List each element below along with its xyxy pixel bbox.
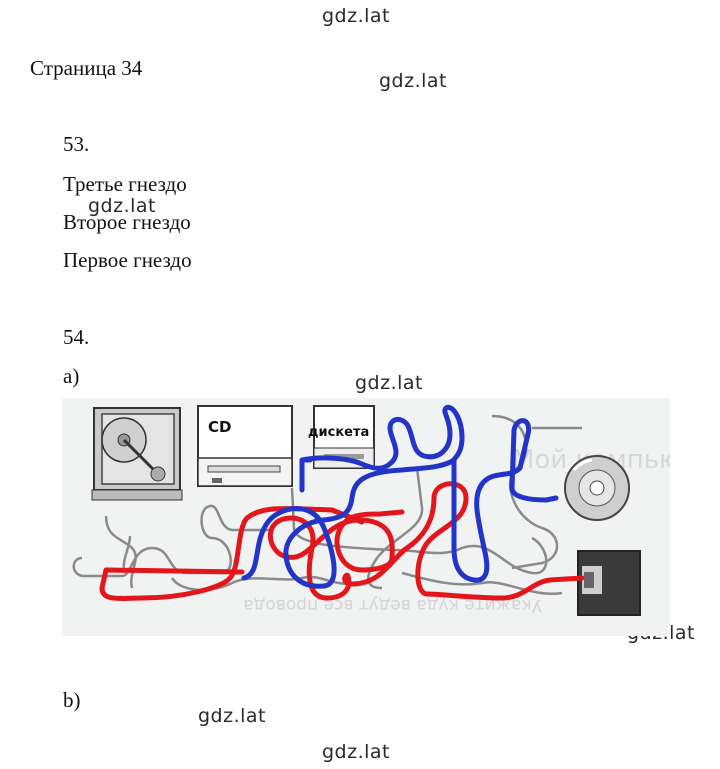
red-path bbox=[99, 481, 585, 602]
answer-line-3: Первое гнездо bbox=[63, 248, 192, 272]
wiring-puzzle-image: Мой компьютер Укажите куда ведут все про… bbox=[62, 398, 670, 636]
part-b-label: b) bbox=[63, 688, 81, 712]
part-a-label: a) bbox=[63, 364, 80, 388]
watermark: gdz.lat bbox=[355, 372, 424, 394]
hard-drive-icon bbox=[91, 407, 183, 501]
watermark: gdz.lat bbox=[198, 705, 267, 727]
page-title: Страница 34 bbox=[30, 56, 143, 80]
cd-drive-icon: CD bbox=[197, 405, 293, 487]
answer-line-1: Третье гнездо bbox=[63, 172, 187, 196]
floppy-disk-icon bbox=[577, 550, 641, 616]
watermark: gdz.lat bbox=[379, 70, 448, 92]
wiring-diagram: Мой компьютер Укажите куда ведут все про… bbox=[72, 404, 670, 616]
background-caption: Укажите куда ведут все провода bbox=[243, 595, 542, 615]
watermark: gdz.lat bbox=[322, 741, 391, 763]
cd-disc-icon bbox=[564, 455, 630, 521]
watermark: gdz.lat bbox=[322, 5, 391, 27]
floppy-label: дискета bbox=[308, 425, 369, 440]
task-54-number: 54. bbox=[63, 325, 90, 349]
cd-label: CD bbox=[208, 418, 231, 436]
task-53-number: 53. bbox=[63, 132, 90, 156]
blue-path bbox=[241, 404, 559, 589]
watermark: gdz.lat bbox=[88, 195, 157, 217]
answer-line-2: Второе гнездо bbox=[63, 210, 191, 234]
